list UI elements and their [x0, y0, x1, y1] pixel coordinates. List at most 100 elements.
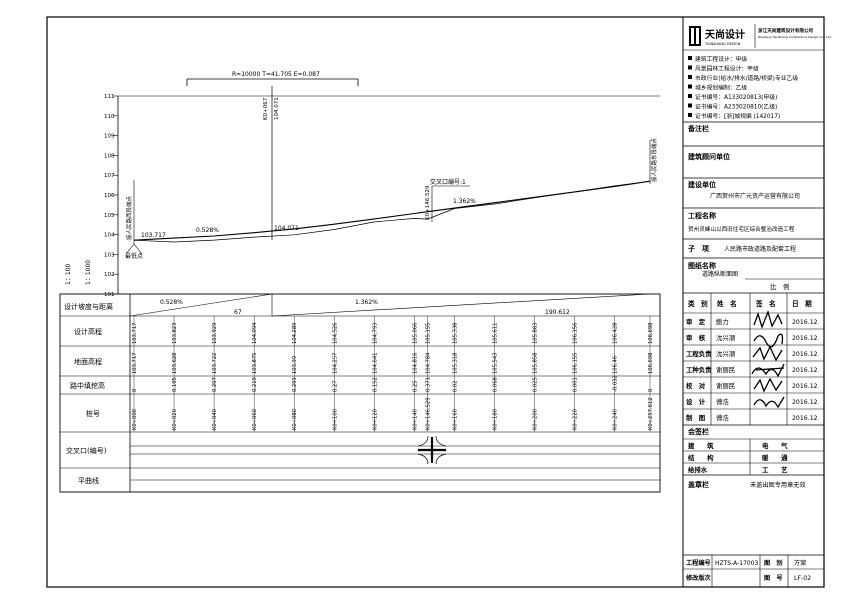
sign-role: 审 定: [686, 317, 706, 326]
ground-elev-value: 104.784: [425, 352, 431, 374]
sign-date: 2016.12: [792, 335, 818, 342]
drawing-no: LF-02: [794, 575, 811, 582]
y-tick-label: 111: [104, 94, 115, 100]
design-elev-value: 106.428: [613, 323, 619, 344]
qualification-item: 证书编号：[浙]城规编 (142017): [695, 112, 780, 120]
row-label-design: 设计高程: [74, 327, 102, 336]
sign-role: 工程负责: [686, 349, 712, 358]
bullet-icon: [688, 65, 692, 70]
ground-elev-value: 104.641: [372, 353, 378, 374]
station-top-1: K0+067: [263, 97, 269, 120]
client-name: 广西贺州市广元资产运营有限公司: [710, 192, 800, 200]
sign-name: 沈兴潮: [716, 349, 735, 358]
countersign-item: 工 艺: [762, 465, 788, 474]
revision-label: 修改版次: [685, 574, 712, 582]
sign-header: 签 名: [755, 299, 776, 308]
scale-label: 1：100: [65, 264, 72, 285]
sign-date: 2016.12: [792, 383, 818, 390]
type-value: 方案: [794, 559, 807, 567]
lowest-label: 最低点: [125, 252, 143, 260]
stations-value: K0+120: [372, 409, 378, 430]
stations-value: K0+020: [172, 409, 178, 430]
drawing-border: [46, 16, 825, 588]
countersign-label: 会签栏: [688, 427, 709, 436]
junction-label: 交叉口编号:1: [430, 178, 466, 186]
vertical-curve-marker: R=10000 T=41.705 E=0.087: [186, 71, 359, 86]
row-label-junction: 交叉口(编号): [66, 446, 107, 455]
sign-name: 沈兴潮: [716, 333, 735, 342]
ground-elev-value: 103.99: [292, 356, 298, 374]
fill-height-value: 0.25: [412, 380, 418, 392]
design-elev-value: 104.094: [252, 322, 258, 344]
qualification-item: 市政行业(给水/排水/道路/桥梁)专业乙级: [695, 74, 798, 82]
project-no: HZTS-A-17003: [715, 560, 759, 567]
start-elev: 103.717: [141, 232, 166, 239]
stations-value: K0+180: [493, 409, 499, 430]
signature-marks: [751, 309, 785, 409]
qualification-item: 城乡规划编制：乙级: [695, 84, 747, 92]
profile-table: 设计坡度与距离 设计高程 地面高程 路中填挖高 桩号 交叉口(编号) 平曲线 0…: [59, 293, 661, 493]
ground-elev-value: 105.858: [533, 353, 539, 374]
bullet-icon: [688, 75, 692, 79]
stations-value: K0+160: [452, 409, 458, 430]
stations-value: K0+000: [132, 409, 138, 430]
countersign-item: 给排水: [688, 465, 708, 474]
bullet-icon: [688, 103, 692, 108]
sign-name: 傅浩: [716, 413, 729, 422]
row-label-ground: 地面高程: [74, 357, 102, 366]
sign-role: 制 图: [686, 413, 705, 422]
grade-row-g1: 0.528%: [160, 299, 183, 306]
design-elev-value: 103.929: [212, 323, 218, 344]
fill-height-value: 0.02: [452, 380, 458, 392]
qualification-item: 风景园林工程设计：甲级: [695, 65, 759, 73]
ground-elev-value: 105.318: [452, 353, 458, 374]
design-elev-value: 103.823: [172, 323, 178, 344]
fill-height-value: 0.219: [252, 377, 258, 392]
design-elev-value: 105.066: [412, 323, 418, 344]
grade-row-d1: 67: [234, 309, 242, 316]
ground-elev-value: 103.628: [172, 353, 178, 374]
project-label: 工程名称: [688, 211, 716, 220]
junction-station: K0+146.529: [425, 185, 431, 220]
y-tick-label: 110: [104, 114, 115, 120]
grade-row-g2: 1.362%: [355, 299, 378, 306]
design-elev-value: 105.155: [425, 323, 431, 344]
table-columns: 103.717103.7170K0+000103.823103.6280.195…: [132, 316, 654, 432]
stations-value: K0+146.529: [425, 397, 431, 430]
sign-date: 2016.12: [792, 399, 818, 406]
stations-value: K0+080: [292, 409, 298, 430]
y-tick-label: 105: [104, 213, 115, 219]
bullet-icon: [688, 94, 692, 98]
stations-value: K0+040: [212, 409, 218, 430]
stations-value: K0+200: [533, 409, 539, 430]
company-full-name-en: Zhejiang TianShang Architecture Design C…: [758, 35, 832, 39]
row-label-grade: 设计坡度与距离: [64, 302, 113, 311]
fill-height-value: 0.207: [212, 377, 218, 392]
grade-row-d2: 190.612: [545, 309, 570, 316]
grade-label-2: 1.362%: [453, 198, 476, 205]
y-tick-label: 108: [104, 153, 115, 159]
curve-label: R=10000 T=41.705 E=0.087: [232, 71, 320, 78]
consult-label: 建筑顾问单位: [688, 152, 730, 161]
company-name: 天尚设计: [705, 28, 745, 41]
project-no-label: 工程编号: [686, 559, 711, 567]
junction-marker: 交叉口编号:1 K0+146.529: [425, 178, 470, 222]
y-tick-label: 103: [104, 252, 115, 258]
y-tick-label: 102: [104, 272, 115, 278]
start-marker: 接人民路西段端点 103.717 最低点: [125, 180, 166, 260]
design-elev-value: 105.883: [533, 323, 539, 344]
sign-date: 2016.12: [792, 367, 818, 374]
fill-height-value: -0.032: [613, 375, 619, 392]
ground-elev-value: 105.543: [493, 353, 499, 374]
ground-elev-value: 103.717: [132, 353, 138, 374]
sign-header: 类 别: [688, 299, 708, 308]
sign-name: 鲍力: [716, 317, 729, 326]
ground-elev-value: 106.155: [573, 353, 579, 374]
design-elev-value: 104.526: [332, 323, 338, 344]
station-top-2: 104.071: [274, 97, 280, 120]
start-label: 接人民路西段端点: [125, 195, 133, 240]
row-label-fill: 路中填挖高: [70, 381, 105, 390]
note-label: 备注栏: [687, 124, 709, 133]
ground-elev-value: 106.698: [648, 353, 654, 374]
